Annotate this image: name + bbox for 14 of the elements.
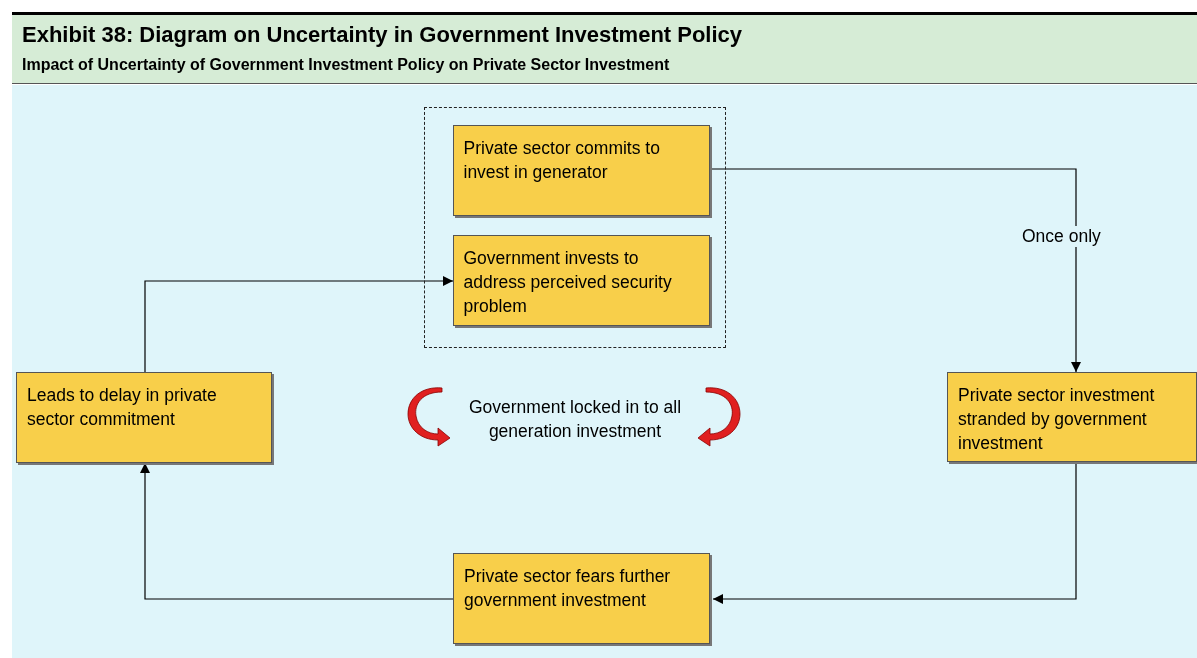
arrow xyxy=(709,168,1081,373)
process-box: Private sector investment stranded by government investment xyxy=(947,372,1197,462)
arrow xyxy=(712,461,1077,604)
arrow xyxy=(140,462,454,600)
process-box: Private sector commits to invest in generator xyxy=(452,124,710,216)
edge-label: Once only xyxy=(1020,226,1103,247)
title: Exhibit 38: Diagram on Uncertainty in Government Investment Policy xyxy=(22,22,743,48)
arrow xyxy=(144,276,454,373)
note-text: Government locked in to all generation investment xyxy=(467,396,683,443)
process-box: Private sector fears further government investment xyxy=(453,553,710,644)
dashed-group-box xyxy=(424,107,726,348)
subtitle: Impact of Uncertainty of Government Investment Policy on Private Sector Investment xyxy=(22,56,670,74)
process-box: Government invests to address perceived security problem xyxy=(452,234,710,326)
process-box: Leads to delay in private sector commitment xyxy=(16,372,272,463)
